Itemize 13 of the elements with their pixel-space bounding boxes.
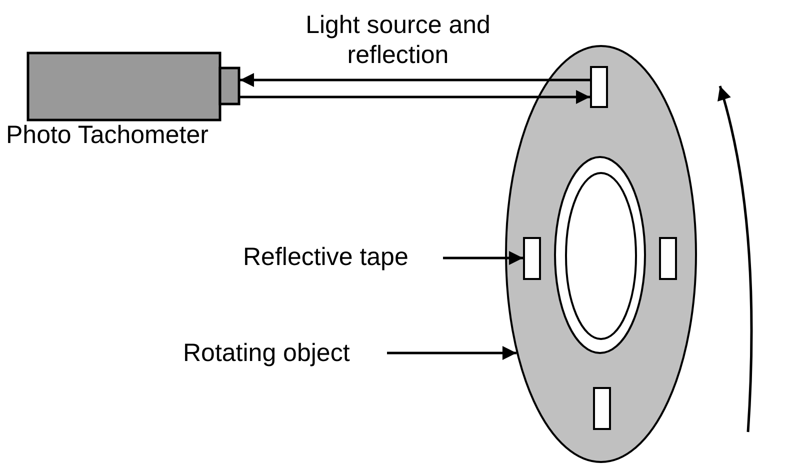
light-beam-arrow: [240, 90, 590, 104]
part-label: Reflective tape: [243, 242, 443, 274]
reflective-tape-strip: [659, 237, 677, 280]
reflective-tape-strip: [523, 237, 541, 280]
leader-line: [387, 346, 516, 360]
beam-caption: Light source and reflection: [304, 10, 492, 70]
device-label: Photo Tachometer: [6, 120, 208, 150]
rotating-disk: [505, 45, 697, 463]
reflective-tape-strip: [593, 387, 611, 430]
reflective-tape-strip: [590, 66, 608, 108]
light-beam-arrow: [240, 73, 590, 87]
leader-line: [443, 251, 523, 265]
part-label: Rotating object: [183, 338, 387, 370]
